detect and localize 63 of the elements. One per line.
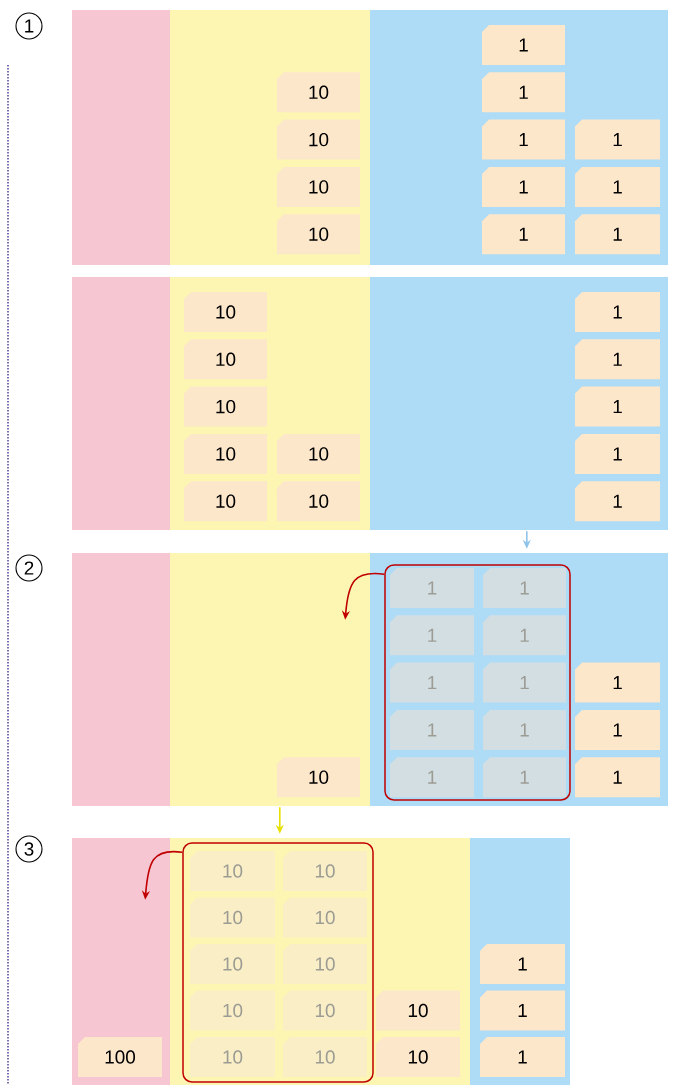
- number-card: 10: [283, 897, 367, 938]
- number-card: 10: [283, 1037, 367, 1077]
- number-card: 10: [184, 481, 267, 522]
- number-card: 1: [390, 662, 474, 703]
- number-card: 10: [277, 166, 360, 207]
- number-card: 1: [575, 166, 660, 207]
- number-card: 10: [190, 990, 275, 1031]
- number-card: 10: [190, 897, 275, 938]
- number-card: 1: [482, 119, 565, 160]
- number-card: 1: [480, 944, 565, 984]
- number-card: 1: [575, 119, 660, 160]
- number-card: 10: [184, 339, 267, 380]
- number-card: 1: [483, 568, 566, 608]
- number-card: 10: [283, 944, 367, 984]
- number-card: 1: [575, 214, 660, 255]
- number-card: 10: [376, 1037, 460, 1077]
- number-card: 1: [482, 214, 565, 255]
- step-number: 3: [15, 835, 43, 863]
- number-card: 10: [283, 851, 367, 891]
- place-value-column: [72, 10, 170, 265]
- number-card: 10: [277, 757, 360, 798]
- number-card: 10: [190, 851, 275, 891]
- number-card: 1: [390, 568, 474, 608]
- number-card: 1: [575, 481, 660, 522]
- number-card: 1: [480, 990, 565, 1031]
- number-card: 10: [184, 292, 267, 332]
- number-card: 1: [390, 757, 474, 798]
- number-card: 1: [575, 662, 660, 703]
- number-card: 1: [482, 72, 565, 113]
- number-card: 1: [575, 709, 660, 750]
- step-number: 2: [15, 554, 43, 582]
- grouping-frame: [384, 564, 571, 801]
- grouping-frame: [182, 842, 374, 1083]
- number-card: 10: [283, 990, 367, 1031]
- step-number: 1: [15, 12, 43, 40]
- number-card: 100: [78, 1037, 162, 1077]
- number-card: 1: [390, 709, 474, 750]
- place-value-column: [72, 277, 170, 530]
- number-card: 10: [376, 990, 460, 1031]
- number-card: 10: [277, 214, 360, 255]
- number-card: 1: [575, 292, 660, 332]
- number-card: 1: [480, 1037, 565, 1077]
- number-card: 1: [482, 166, 565, 207]
- number-card: 1: [483, 757, 566, 798]
- number-card: 1: [390, 615, 474, 656]
- number-card: 1: [575, 757, 660, 798]
- number-card: 1: [575, 386, 660, 427]
- number-card: 10: [277, 119, 360, 160]
- number-card: 10: [277, 433, 360, 474]
- number-card: 10: [277, 481, 360, 522]
- number-card: 1: [575, 339, 660, 380]
- number-card: 1: [483, 662, 566, 703]
- number-card: 10: [184, 386, 267, 427]
- number-card: 10: [190, 1037, 275, 1077]
- number-card: 1: [483, 615, 566, 656]
- number-card: 1: [482, 25, 565, 65]
- number-card: 1: [575, 433, 660, 474]
- place-value-column: [170, 553, 370, 806]
- number-card: 1: [483, 709, 566, 750]
- number-card: 10: [277, 72, 360, 113]
- number-card: 10: [190, 944, 275, 984]
- place-value-column: [72, 553, 170, 806]
- number-card: 10: [184, 433, 267, 474]
